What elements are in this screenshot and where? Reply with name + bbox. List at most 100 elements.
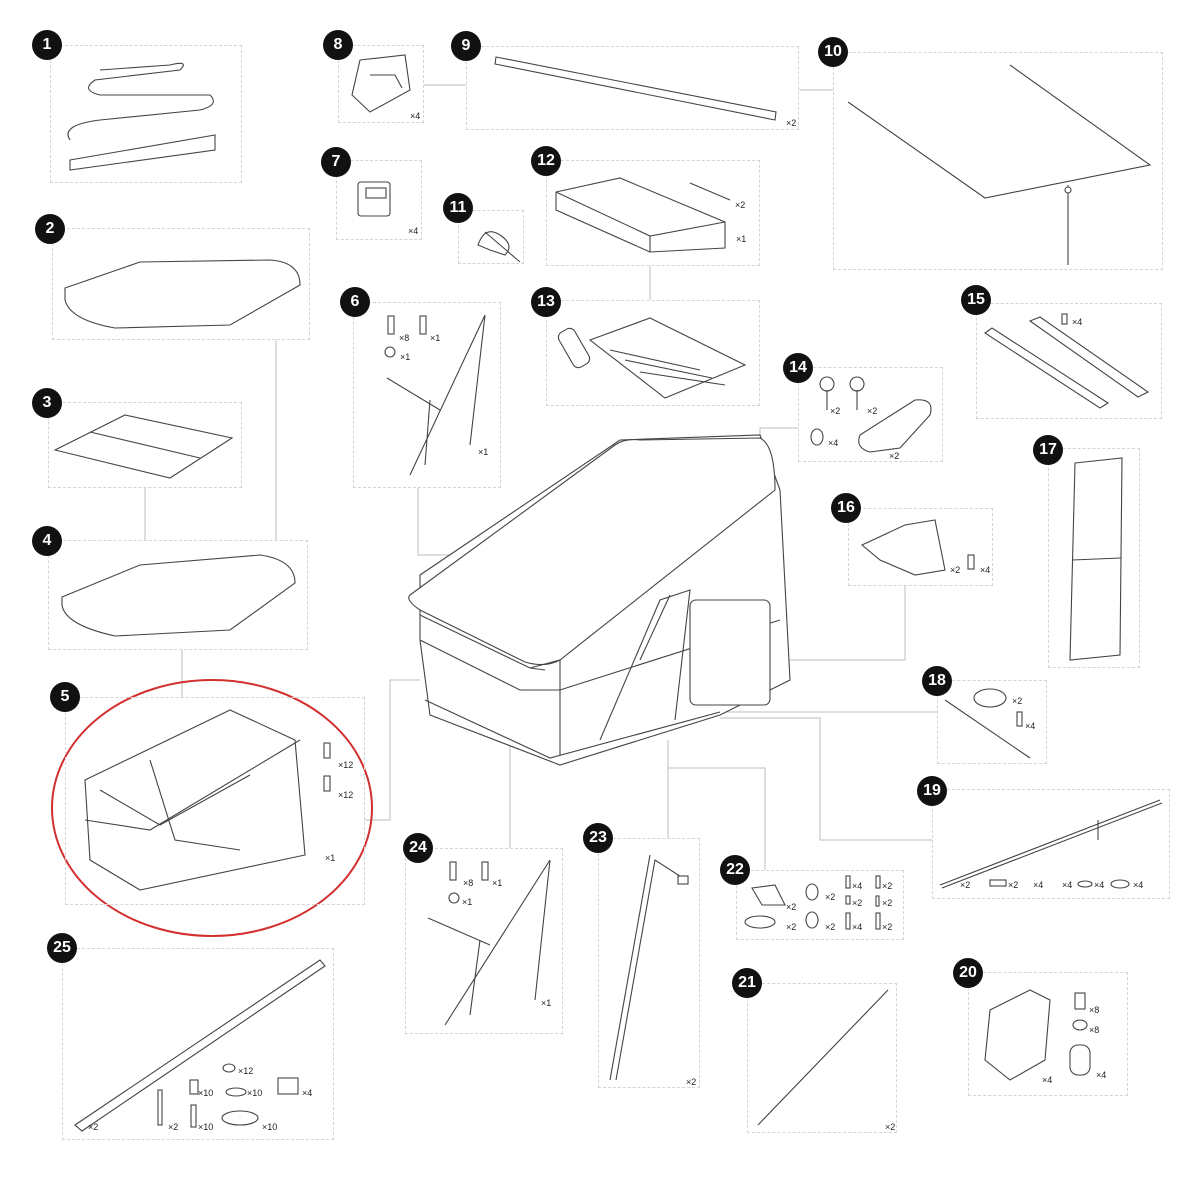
part-number-badge: 11: [443, 193, 473, 223]
quantity-label: ×4: [852, 922, 863, 932]
part-20-drawing: [984, 989, 1091, 1081]
part-number-badge: 17: [1033, 435, 1063, 465]
quantity-label: ×2: [830, 406, 841, 416]
part-2-drawing: [64, 259, 301, 329]
part-number-badge: 24: [403, 833, 433, 863]
part-number-badge: 10: [818, 37, 848, 67]
part-number-badge: 15: [961, 285, 991, 315]
part-12-drawing: [555, 177, 731, 253]
part-number-badge: 16: [831, 493, 861, 523]
quantity-label: ×2: [825, 892, 836, 902]
part-number-badge: 19: [917, 776, 947, 806]
part-22-panel: [736, 870, 904, 940]
part-number-badge: 5: [50, 682, 80, 712]
part-25-drawing: [74, 959, 326, 1132]
quantity-label: ×8: [463, 878, 474, 888]
part-15-panel: [976, 303, 1162, 419]
quantity-label: ×10: [198, 1088, 214, 1098]
quantity-label: ×4: [1133, 880, 1144, 890]
quantity-label: ×2: [882, 922, 893, 932]
quantity-label: ×2: [786, 902, 797, 912]
part-20-panel: [968, 972, 1128, 1096]
part-19-panel: [932, 789, 1170, 899]
part-number-badge: 25: [47, 933, 77, 963]
part-6-drawing: [384, 314, 486, 476]
part-number-badge: 20: [953, 958, 983, 988]
part-25-panel: [62, 948, 334, 1140]
quantity-label: ×12: [238, 1066, 254, 1076]
quantity-label: ×4: [852, 881, 863, 891]
part-5-panel: [65, 697, 365, 905]
quantity-label: ×8: [399, 333, 410, 343]
part-number-badge: 21: [732, 968, 762, 998]
quantity-label: ×4: [1072, 317, 1083, 327]
quantity-label: ×2: [867, 406, 878, 416]
part-number-badge: 9: [451, 31, 481, 61]
quantity-label: ×4: [1042, 1075, 1053, 1085]
quantity-label: ×1: [400, 352, 411, 362]
part-2-panel: [52, 228, 310, 340]
part-9-drawing: [494, 56, 777, 121]
part-23-drawing: [609, 854, 689, 1081]
quantity-label: ×1: [478, 447, 489, 457]
part-14-panel: [798, 367, 943, 462]
quantity-label: ×4: [828, 438, 839, 448]
part-11-panel: [458, 210, 524, 264]
quantity-label: ×4: [1025, 721, 1036, 731]
quantity-label: ×2: [825, 922, 836, 932]
part-1-panel: [50, 45, 242, 183]
quantity-label: ×10: [247, 1088, 263, 1098]
part-17-drawing: [1069, 457, 1123, 661]
part-number-badge: 18: [922, 666, 952, 696]
quantity-label: ×4: [1033, 880, 1044, 890]
part-number-badge: 14: [783, 353, 813, 383]
quantity-label: ×1: [492, 878, 503, 888]
quantity-label: ×2: [960, 880, 971, 890]
part-14-drawing: [810, 376, 932, 453]
part-11-drawing: [477, 231, 521, 263]
part-23-panel: [598, 838, 700, 1088]
part-13-drawing: [557, 317, 747, 399]
part-22-drawing: [744, 875, 881, 930]
part-17-panel: [1048, 448, 1140, 668]
quantity-label: ×4: [1094, 880, 1105, 890]
part-7-panel: [336, 160, 422, 240]
quantity-label: ×4: [980, 565, 991, 575]
part-number-badge: 13: [531, 287, 561, 317]
part-10-panel: [833, 52, 1163, 270]
quantity-label: ×2: [686, 1077, 697, 1087]
quantity-label: ×2: [885, 1122, 896, 1132]
quantity-label: ×4: [410, 111, 421, 121]
part-number-badge: 1: [32, 30, 62, 60]
part-1-drawing: [67, 62, 216, 171]
part-8-panel: [338, 45, 424, 123]
quantity-label: ×1: [462, 897, 473, 907]
part-7-drawing: [357, 181, 391, 217]
part-number-badge: 12: [531, 146, 561, 176]
roof-top-tent-assembly: [408, 434, 791, 766]
part-3-panel: [48, 402, 242, 488]
quantity-label: ×12: [338, 760, 354, 770]
part-24-panel: [405, 848, 563, 1034]
part-6-panel: [353, 302, 501, 488]
quantity-label: ×12: [338, 790, 354, 800]
part-8-drawing: [351, 54, 411, 113]
part-number-badge: 3: [32, 388, 62, 418]
part-19-drawing: [939, 799, 1163, 889]
part-5-drawing: [84, 709, 331, 891]
quantity-label: ×10: [198, 1122, 214, 1132]
part-13-panel: [546, 300, 760, 406]
quantity-label: ×1: [430, 333, 441, 343]
quantity-label: ×2: [882, 881, 893, 891]
part-21-panel: [747, 983, 897, 1133]
quantity-label: ×4: [302, 1088, 313, 1098]
quantity-label: ×2: [1012, 696, 1023, 706]
part-18-panel: [937, 680, 1047, 764]
quantity-label: ×4: [1096, 1070, 1107, 1080]
part-9-panel: [466, 46, 799, 130]
quantity-label: ×4: [1062, 880, 1073, 890]
quantity-label: ×2: [889, 451, 900, 461]
quantity-label: ×8: [1089, 1025, 1100, 1035]
part-number-badge: 6: [340, 287, 370, 317]
